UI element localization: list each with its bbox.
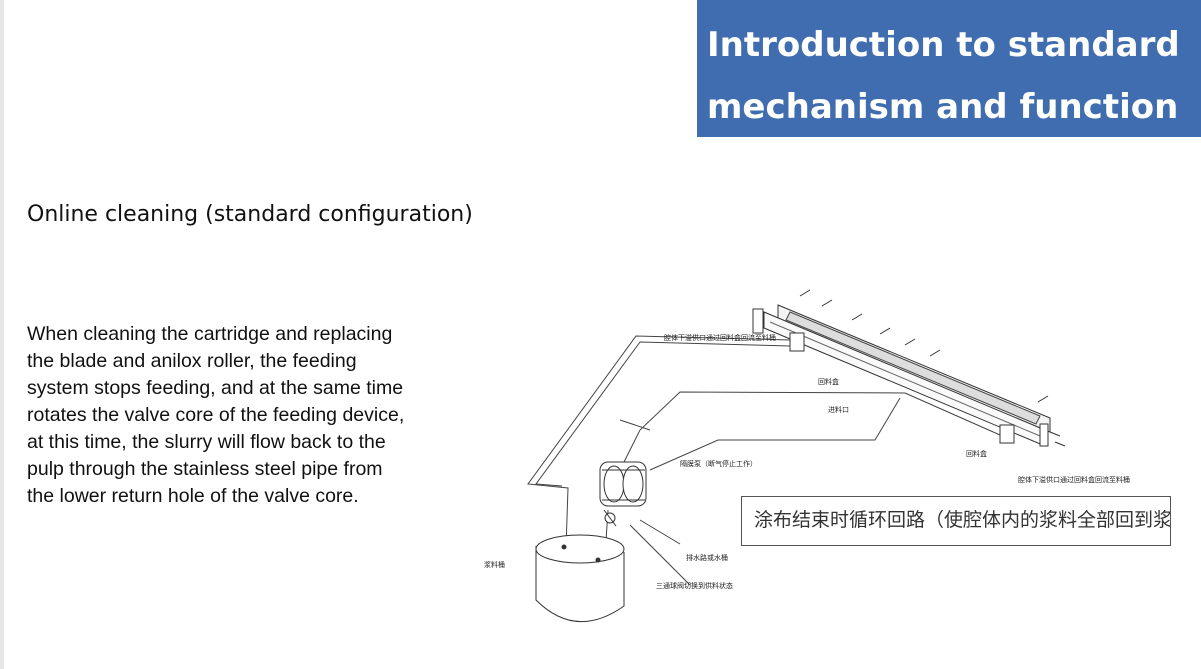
- title-line-2: mechanism and function: [707, 87, 1179, 127]
- description-line: at this time, the slurry will flow back …: [27, 431, 386, 453]
- return-box-1: [789, 332, 805, 352]
- description-line: the blade and anilox roller, the feeding: [27, 350, 357, 372]
- pipe-network: [527, 335, 1001, 586]
- diagram-caption: 涂布结束时循环回路（使腔体内的浆料全部回到浆料桶: [741, 496, 1171, 546]
- arrow-markers: [799, 289, 1066, 447]
- diaphragm-pump: [599, 461, 647, 507]
- label-drain: 排水路或水桶: [686, 553, 728, 562]
- description-line: rotates the valve core of the feeding de…: [27, 404, 405, 426]
- label-feed-port: 进料口: [828, 405, 849, 414]
- label-bottom-pipe: 腔体下溢供口通过回料盒回流至料桶: [1018, 475, 1130, 484]
- label-bucket: 浆料桶: [484, 560, 505, 569]
- label-return-box-2: 回料盒: [966, 449, 987, 458]
- description-line: system stops feeding, and at the same ti…: [27, 377, 404, 399]
- three-way-valve: [603, 509, 617, 527]
- title-line-1: Introduction to standard: [707, 25, 1180, 65]
- title-banner: Introduction to standard mechanism and f…: [697, 0, 1201, 137]
- description-line: pulp through the stainless steel pipe fr…: [27, 458, 383, 480]
- description-line: the lower return hole of the valve core.: [27, 485, 359, 507]
- coating-head: [752, 304, 1051, 447]
- description-line: When cleaning the cartridge and replacin…: [27, 323, 393, 345]
- section-subtitle: Online cleaning (standard configuration): [27, 202, 473, 227]
- description-paragraph: When cleaning the cartridge and replacin…: [27, 321, 487, 510]
- label-pump: 隔膜泵（断气停止工作）: [680, 459, 757, 468]
- return-box-2: [999, 424, 1015, 444]
- slurry-bucket: [535, 534, 625, 623]
- label-return-box-1: 回料盒: [818, 377, 839, 386]
- left-edge-bar: [0, 0, 4, 669]
- label-top-pipe: 腔体下溢供口通过回料盒回流至料桶: [664, 333, 776, 342]
- label-valve: 三通球阀切换到供料状态: [656, 581, 733, 590]
